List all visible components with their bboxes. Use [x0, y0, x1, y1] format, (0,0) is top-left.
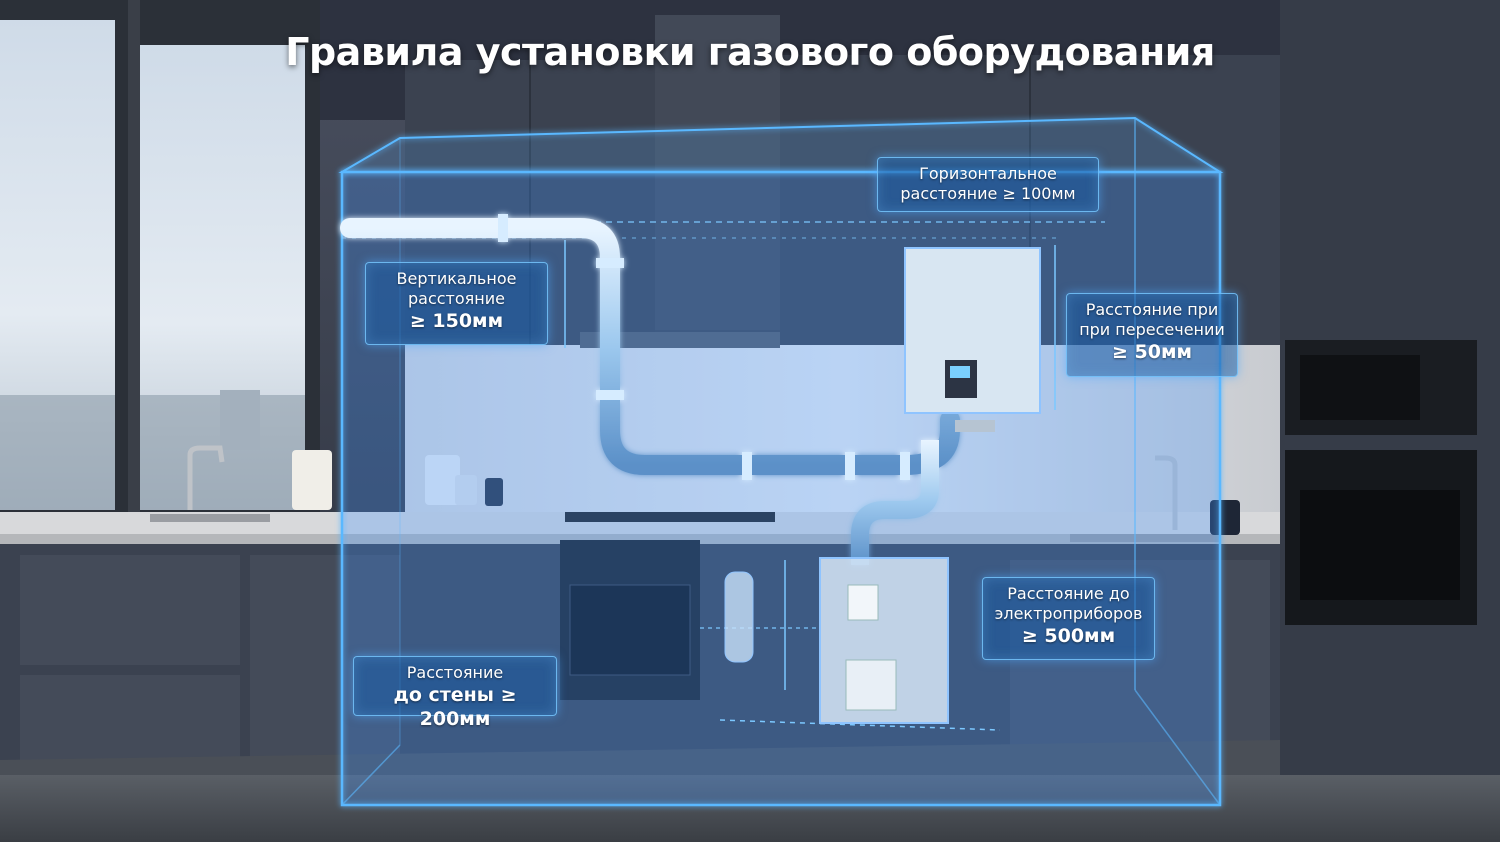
- wall-distance-label: Расстояние до стены ≥ 200мм: [353, 656, 557, 730]
- wall-boiler: [904, 247, 1041, 432]
- vertical-line3: ≥ 150мм: [409, 310, 504, 332]
- horizontal-distance-label: Горизонтальное расстояние ≥ 100мм: [877, 157, 1099, 212]
- electric-line1: Расстояние до: [1007, 584, 1130, 603]
- filter-cylinder: [724, 571, 754, 663]
- wall-line2: до стены ≥ 200мм: [393, 684, 517, 730]
- vertical-line1: Вертикальное: [396, 269, 517, 288]
- electric-line2: электроприборов: [994, 604, 1143, 623]
- crossing-line1: Расстояние при: [1085, 300, 1219, 319]
- crossing-line2: при пересечении: [1079, 320, 1225, 339]
- gas-meter: [819, 557, 949, 724]
- horizontal-line2: расстояние ≥ 100мм: [900, 184, 1076, 203]
- left-sink: [150, 514, 270, 522]
- vertical-distance-label: Вертикальное расстояние ≥ 150мм: [365, 262, 548, 345]
- crossing-distance-label: Расстояние при при пересечении ≥ 50мм: [1066, 293, 1238, 377]
- horizontal-line1: Горизонтальное: [919, 164, 1057, 183]
- electric-distance-label: Расстояние до электроприборов ≥ 500мм: [982, 577, 1155, 660]
- crossing-line3: ≥ 50мм: [1111, 341, 1193, 363]
- wall-line1: Расстояние: [406, 663, 504, 682]
- gas-pipe: [340, 214, 1008, 565]
- window: [0, 0, 320, 520]
- electric-line3: ≥ 500мм: [1021, 625, 1116, 647]
- tall-cabinet: [1280, 0, 1500, 842]
- page-title: Гравила установки газового оборудования: [285, 30, 1215, 74]
- vertical-line2: расстояние: [408, 289, 505, 308]
